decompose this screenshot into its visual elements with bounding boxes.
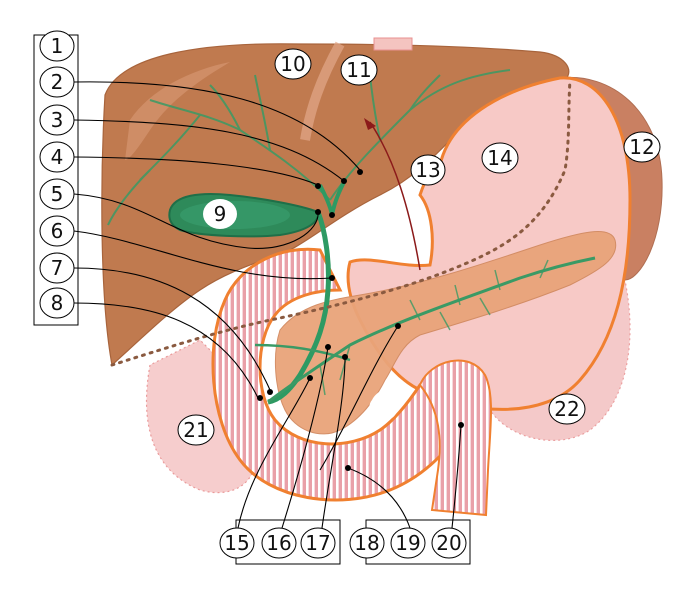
esophagus xyxy=(373,37,413,51)
leader-dots xyxy=(257,169,464,471)
label-13: 13 xyxy=(410,154,446,186)
pancreas xyxy=(274,231,617,435)
label-3: 3 xyxy=(39,104,75,136)
label-5: 5 xyxy=(39,178,75,210)
svg-text:19: 19 xyxy=(395,531,420,555)
label-20: 20 xyxy=(431,527,467,559)
label-15: 15 xyxy=(219,527,255,559)
artery-arrowhead xyxy=(364,118,376,130)
svg-text:6: 6 xyxy=(51,219,64,243)
label-17: 17 xyxy=(300,527,336,559)
svg-text:13: 13 xyxy=(415,158,440,182)
artery-arrow xyxy=(369,121,421,271)
svg-text:22: 22 xyxy=(554,397,579,421)
label-11: 11 xyxy=(340,54,378,86)
svg-text:8: 8 xyxy=(51,291,64,315)
label-14: 14 xyxy=(481,142,519,174)
label-4: 4 xyxy=(39,141,75,173)
svg-text:9: 9 xyxy=(214,202,227,226)
pancreatic-duct xyxy=(267,256,596,404)
label-9: 9 xyxy=(203,199,237,229)
liver-highlight xyxy=(125,62,230,160)
label-6: 6 xyxy=(39,215,75,247)
svg-text:20: 20 xyxy=(436,531,461,555)
label-8: 8 xyxy=(39,287,75,319)
leader-lines xyxy=(73,81,462,529)
common-bile-duct xyxy=(267,211,331,405)
svg-text:14: 14 xyxy=(487,146,512,170)
peritoneal-dotted-line xyxy=(110,78,572,367)
label-12: 12 xyxy=(623,131,661,163)
label-22: 22 xyxy=(548,393,586,425)
label-1: 1 xyxy=(39,30,75,62)
svg-text:11: 11 xyxy=(346,58,371,82)
svg-text:16: 16 xyxy=(266,531,291,555)
svg-text:5: 5 xyxy=(51,182,64,206)
label-2: 2 xyxy=(39,66,75,98)
label-19: 19 xyxy=(390,527,426,559)
label-10: 10 xyxy=(274,48,312,80)
svg-text:21: 21 xyxy=(183,418,208,442)
svg-text:1: 1 xyxy=(51,34,64,58)
svg-text:2: 2 xyxy=(51,70,64,94)
label-21: 21 xyxy=(177,414,215,446)
svg-text:4: 4 xyxy=(51,145,64,169)
falciform-ligament xyxy=(300,41,345,141)
label-18: 18 xyxy=(349,527,385,559)
accessory-pancreatic-duct xyxy=(254,343,351,362)
jejunum xyxy=(418,359,492,517)
svg-text:7: 7 xyxy=(51,256,64,280)
svg-text:10: 10 xyxy=(280,52,305,76)
pancreas-notch xyxy=(369,390,399,421)
label-16: 16 xyxy=(261,527,297,559)
label-7: 7 xyxy=(39,252,75,284)
svg-text:17: 17 xyxy=(305,531,330,555)
svg-text:12: 12 xyxy=(629,135,654,159)
svg-text:15: 15 xyxy=(224,531,249,555)
svg-text:18: 18 xyxy=(354,531,379,555)
svg-text:3: 3 xyxy=(51,108,64,132)
